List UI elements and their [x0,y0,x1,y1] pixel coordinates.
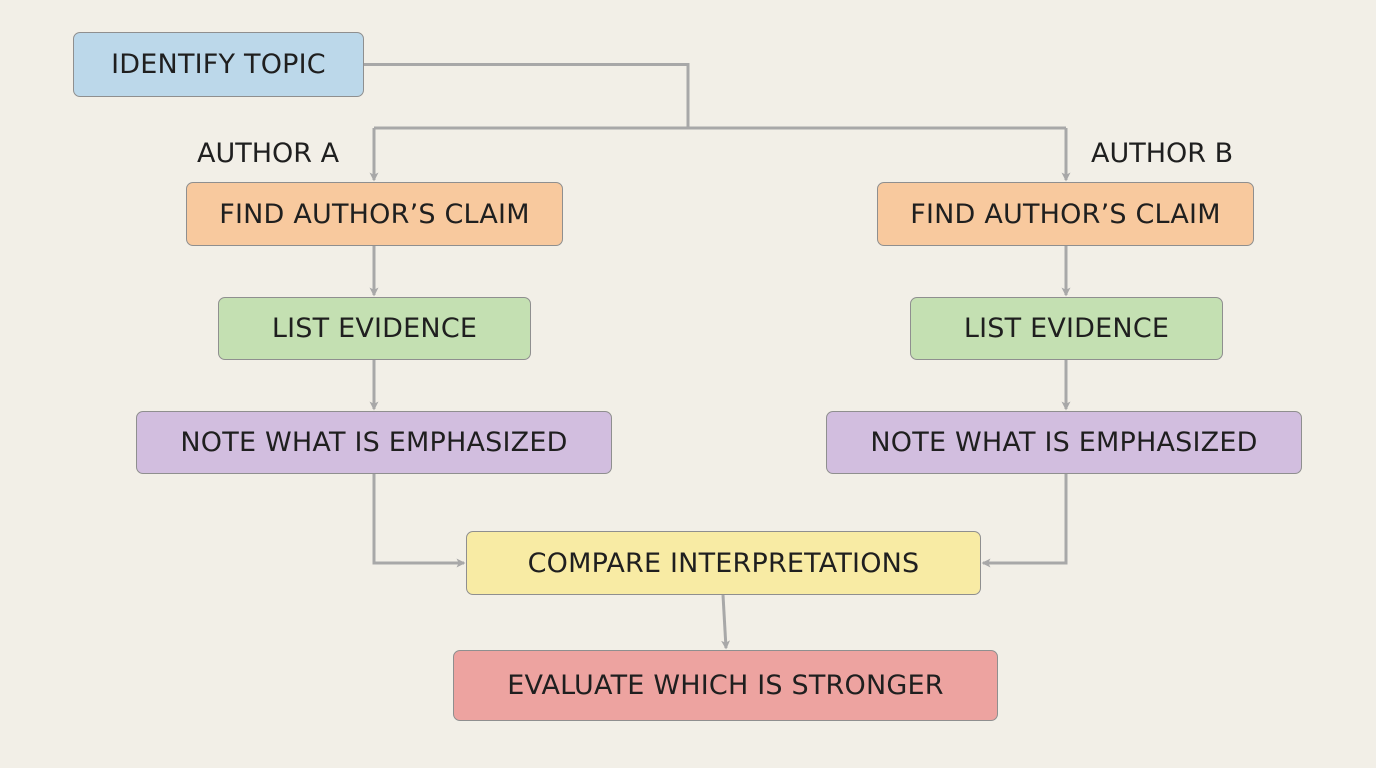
author-a-emphasis-label: NOTE WHAT IS EMPHASIZED [180,427,568,458]
identify-topic-box: IDENTIFY TOPIC [73,32,364,97]
arrow-note-b-to-compare [981,474,1068,568]
author-b-claim-box: FIND AUTHOR’S CLAIM [877,182,1254,246]
author-a-evidence-box: LIST EVIDENCE [218,297,531,360]
evaluate-stronger-label: EVALUATE WHICH IS STRONGER [507,670,944,701]
compare-interpretations-box: COMPARE INTERPRETATIONS [466,531,981,595]
author-b-emphasis-box: NOTE WHAT IS EMPHASIZED [826,411,1302,474]
author-a-claim-label: FIND AUTHOR’S CLAIM [219,198,530,230]
author-b-claim-label: FIND AUTHOR’S CLAIM [910,198,1221,230]
author-b-evidence-box: LIST EVIDENCE [910,297,1223,360]
author-a-claim-box: FIND AUTHOR’S CLAIM [186,182,563,246]
author-b-evidence-label: LIST EVIDENCE [963,313,1170,344]
arrow-note-a-to-compare [372,474,466,568]
compare-interpretations-label: COMPARE INTERPRETATIONS [527,547,920,579]
identify-topic-label: IDENTIFY TOPIC [111,49,326,80]
connector-topic-split [364,63,690,128]
author-a-evidence-label: LIST EVIDENCE [271,313,478,344]
evaluate-stronger-box: EVALUATE WHICH IS STRONGER [453,650,998,721]
author-a-emphasis-box: NOTE WHAT IS EMPHASIZED [136,411,612,474]
author-b-emphasis-label: NOTE WHAT IS EMPHASIZED [870,427,1258,458]
arrow-compare-to-evaluate [721,594,731,650]
author-b-heading: AUTHOR B [1091,138,1234,169]
author-a-heading: AUTHOR A [197,138,340,169]
